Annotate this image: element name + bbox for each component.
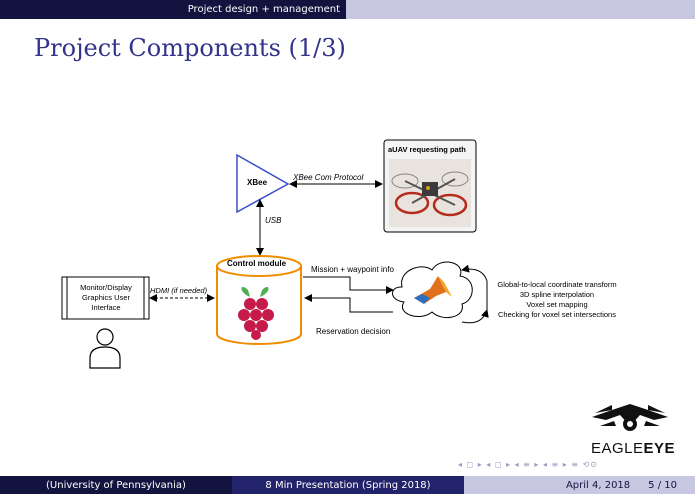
footer-page-number: 5 / 10 <box>648 479 677 491</box>
logo-suffix: EYE <box>643 440 676 457</box>
hdmi-label: HDMI (if needed) <box>150 286 208 295</box>
user-figure <box>89 328 121 369</box>
task-3: Voxel set mapping <box>526 300 588 309</box>
slide-title: Project Components (1/3) <box>34 34 346 62</box>
header-right <box>346 0 695 19</box>
reservation-label: Reservation decision <box>316 327 391 336</box>
drone-illustration <box>391 171 469 217</box>
footer-presentation: 8 Min Presentation (Spring 2018) <box>232 476 464 494</box>
monitor-label-line2: Graphics User <box>82 293 130 302</box>
section-label: Project design + management <box>187 4 340 15</box>
footer-bar: (University of Pennsylvania) 8 Min Prese… <box>0 476 695 494</box>
raspberry-pi-icon <box>238 287 274 340</box>
footer-right: April 4, 2018 5 / 10 <box>464 476 695 494</box>
monitor-label-line3: Interface <box>91 303 121 312</box>
usb-label: USB <box>265 216 282 225</box>
eagleeye-logo-text: EAGLEEYE <box>591 440 675 457</box>
mission-arrow <box>303 276 394 294</box>
xbee-triangle <box>236 153 290 214</box>
matlab-icon <box>414 276 452 304</box>
reservation-arrow <box>304 294 393 313</box>
loop-arrow-bottom <box>461 309 489 324</box>
task-1: Global-to-local coordinate transform <box>497 280 617 289</box>
task-2: 3D spline interpolation <box>519 290 595 299</box>
logo-prefix: EAGLE <box>591 440 644 457</box>
mission-label: Mission + waypoint info <box>311 265 394 274</box>
footer-institution: (University of Pennsylvania) <box>0 476 232 494</box>
task-4: Checking for voxel set intersections <box>498 310 616 319</box>
monitor-box <box>61 276 150 320</box>
header-bar: Project design + management <box>0 0 695 19</box>
control-module-label: Control module <box>227 259 287 268</box>
section-tab[interactable]: Project design + management <box>0 0 346 19</box>
eagleeye-logo-emblem <box>592 404 668 431</box>
loop-arrow-top <box>461 264 488 282</box>
footer-date: April 4, 2018 <box>565 479 631 491</box>
beamer-nav-controls[interactable]: ◂ ◻ ▸ ◂ ◻ ▸ ◂ ≡ ▸ ◂ ≡ ▸ ≡ ⟲⊙ <box>458 460 598 469</box>
xbee-label: XBee <box>247 178 268 187</box>
xbee-link-label: XBee Com Protocol <box>293 173 364 182</box>
uav-title: aUAV requesting path <box>388 145 466 154</box>
monitor-label-line1: Monitor/Display <box>80 283 132 292</box>
